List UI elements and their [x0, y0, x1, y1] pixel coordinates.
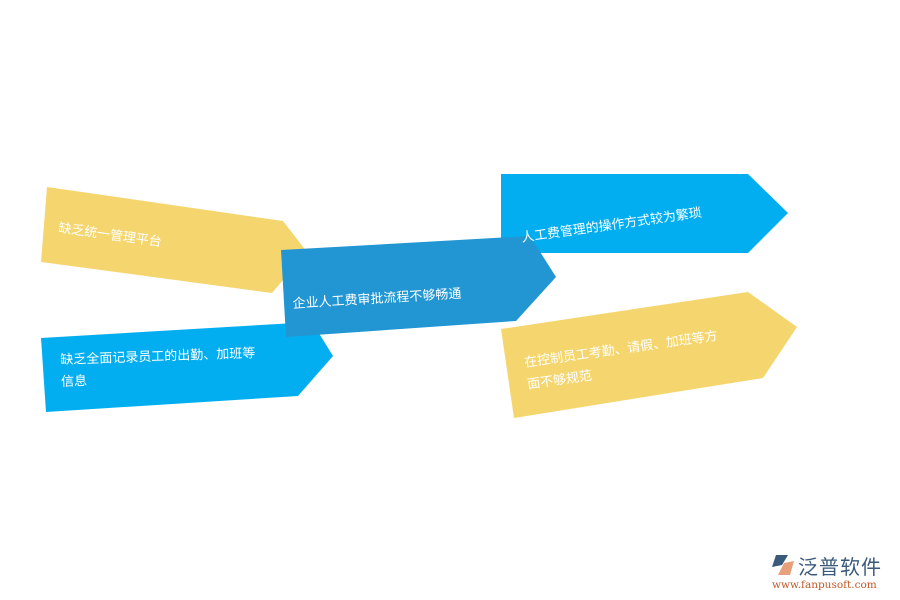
- arrow-label-2: 缺乏全面记录员工的出勤、加班等 信息: [60, 343, 256, 394]
- arrow-shape-5: [501, 292, 797, 418]
- brand-logo: 泛普软件 www.fanpusoft.com: [770, 551, 895, 596]
- arrow-shape-1: [41, 187, 307, 293]
- arrow-shape-3: [281, 236, 556, 337]
- brand-name: 泛普软件: [798, 555, 882, 579]
- arrow-shape-4: [501, 174, 788, 253]
- arrow-shape-2: [41, 322, 333, 412]
- brand-url: www.fanpusoft.com: [772, 579, 877, 591]
- brand-mark-icon: [772, 555, 794, 575]
